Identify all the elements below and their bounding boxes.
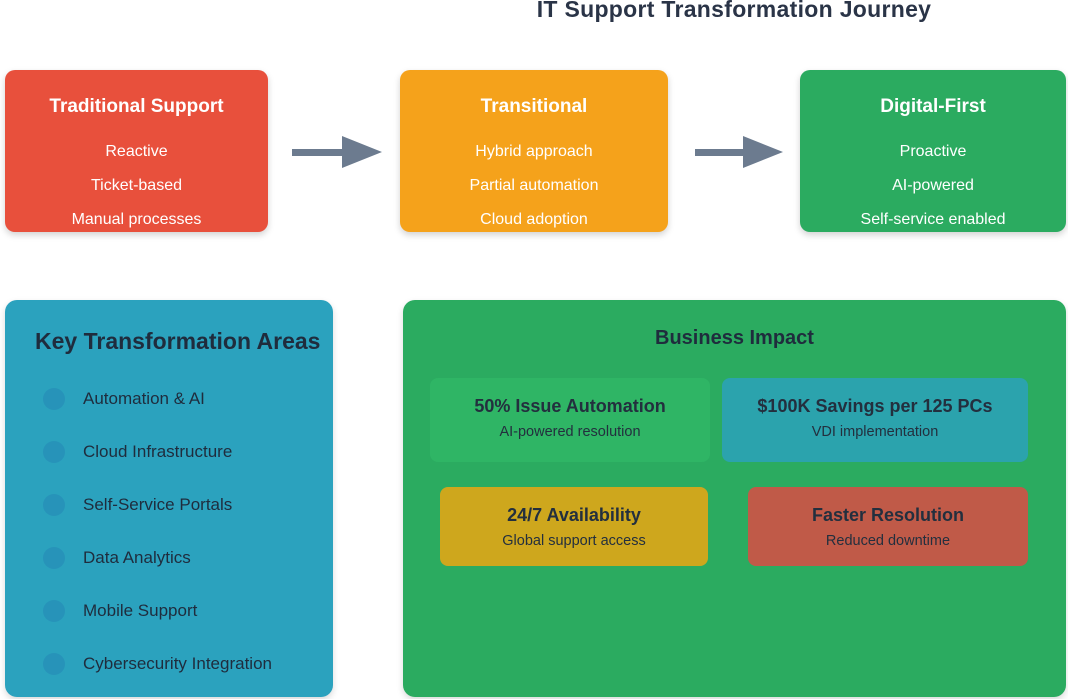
list-item-label: Automation & AI xyxy=(83,388,205,408)
business-impact-panel: Business Impact 50% Issue Automation AI-… xyxy=(403,300,1066,697)
arrow-right-icon xyxy=(695,133,785,171)
stage-title: Transitional xyxy=(480,96,588,117)
panel-title: Business Impact xyxy=(655,327,814,349)
list-item: Mobile Support xyxy=(5,584,333,637)
list-item-label: Cloud Infrastructure xyxy=(83,441,233,461)
bullet-circle-icon xyxy=(43,440,65,463)
card-subtitle: Global support access xyxy=(502,533,646,549)
impact-card-availability: 24/7 Availability Global support access xyxy=(440,487,708,566)
stage-item: Reactive xyxy=(105,143,168,160)
stage-traditional-support: Traditional Support Reactive Ticket-base… xyxy=(5,70,268,232)
bullet-circle-icon xyxy=(43,546,65,569)
impact-card-savings: $100K Savings per 125 PCs VDI implementa… xyxy=(722,378,1028,462)
card-subtitle: AI-powered resolution xyxy=(499,424,641,440)
card-subtitle: VDI implementation xyxy=(811,424,939,440)
stage-item: Partial automation xyxy=(469,177,599,194)
key-transformation-areas-panel: Key Transformation Areas Automation & AI… xyxy=(5,300,333,697)
list-item-label: Self-Service Portals xyxy=(83,494,233,514)
list-item-label: Data Analytics xyxy=(83,547,191,567)
stage-item: Cloud adoption xyxy=(480,211,588,228)
page-title: IT Support Transformation Journey xyxy=(536,0,932,22)
list-item-label: Mobile Support xyxy=(83,600,198,620)
arrow-head xyxy=(743,136,783,168)
stage-digital-first: Digital-First Proactive AI-powered Self-… xyxy=(800,70,1066,232)
key-areas-list: Automation & AI Cloud Infrastructure Sel… xyxy=(5,372,333,690)
list-item: Self-Service Portals xyxy=(5,478,333,531)
impact-card-faster-resolution: Faster Resolution Reduced downtime xyxy=(748,487,1028,566)
list-item: Automation & AI xyxy=(5,372,333,425)
stage-item: Hybrid approach xyxy=(475,143,593,160)
stage-item-list: Proactive AI-powered Self-service enable… xyxy=(800,135,1066,237)
impact-card-issue-automation: 50% Issue Automation AI-powered resoluti… xyxy=(430,378,710,462)
card-title: $100K Savings per 125 PCs xyxy=(757,396,993,416)
stage-item: AI-powered xyxy=(892,177,974,194)
list-item-label: Cybersecurity Integration xyxy=(83,653,272,673)
bullet-circle-icon xyxy=(43,652,65,675)
arrow-head xyxy=(342,136,382,168)
stage-transitional: Transitional Hybrid approach Partial aut… xyxy=(400,70,668,232)
card-title: 50% Issue Automation xyxy=(474,396,666,416)
bullet-circle-icon xyxy=(43,387,65,410)
bullet-circle-icon xyxy=(43,493,65,516)
card-title: 24/7 Availability xyxy=(507,505,641,525)
arrow-right-icon xyxy=(292,133,676,171)
panel-title: Key Transformation Areas xyxy=(35,328,321,354)
stage-item: Ticket-based xyxy=(91,177,182,194)
stage-item: Proactive xyxy=(899,143,967,160)
card-title: Faster Resolution xyxy=(811,505,965,525)
list-item: Cloud Infrastructure xyxy=(5,425,333,478)
stage-title: Traditional Support xyxy=(49,96,224,117)
stage-item: Manual processes xyxy=(71,211,202,228)
list-item: Data Analytics xyxy=(5,531,333,584)
bullet-circle-icon xyxy=(43,599,65,622)
card-subtitle: Reduced downtime xyxy=(825,533,951,549)
stage-item: Self-service enabled xyxy=(860,211,1006,228)
stage-title: Digital-First xyxy=(880,96,986,117)
arrow-shaft xyxy=(292,149,346,156)
stage-item-list: Reactive Ticket-based Manual processes xyxy=(5,135,268,237)
stage-item-list: Hybrid approach Partial automation Cloud… xyxy=(400,135,668,237)
arrow-shaft xyxy=(695,149,747,156)
list-item: Cybersecurity Integration xyxy=(5,637,333,690)
